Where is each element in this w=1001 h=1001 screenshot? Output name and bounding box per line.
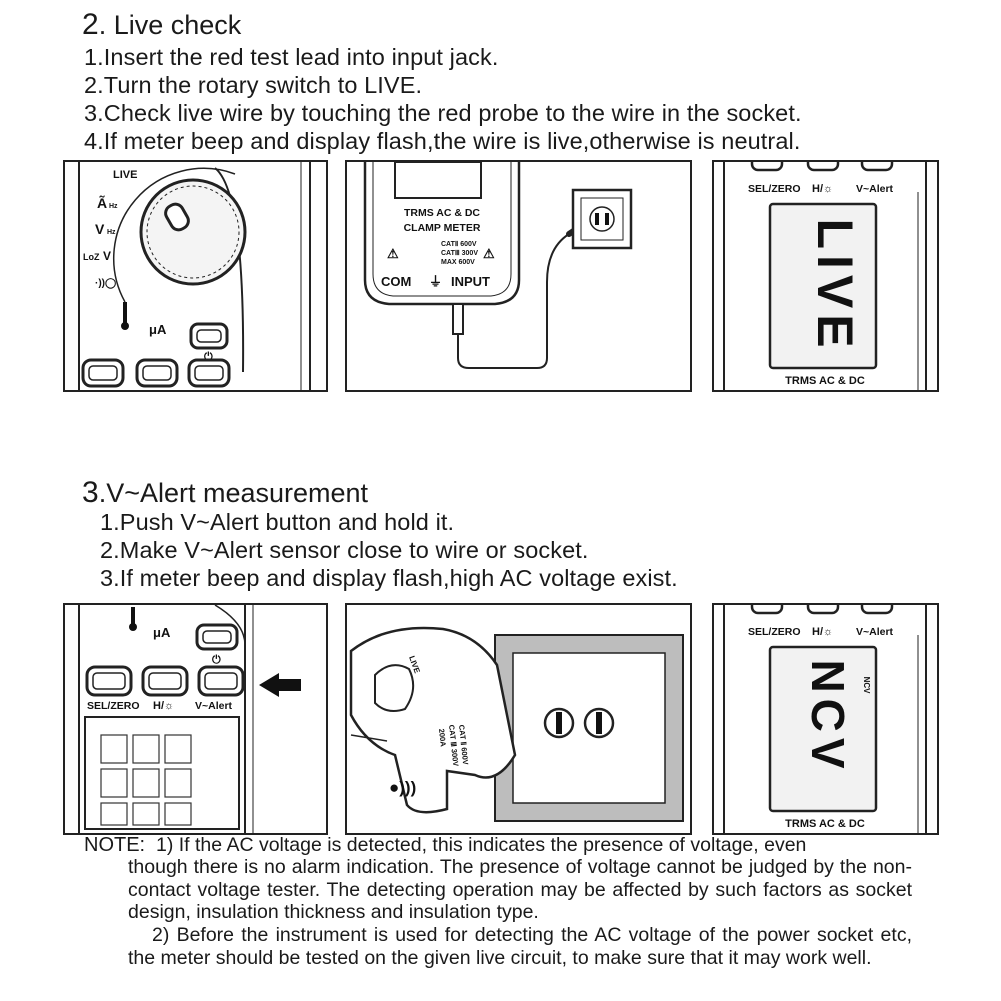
arrow-pointer-icon (259, 673, 301, 697)
live-dial-panel: LIVE Ã Hz V Hz LoZ V ·))◯ μA ⏻ (63, 160, 328, 392)
com-jack-label: COM (381, 274, 411, 289)
v-alert-button[interactable] (197, 665, 245, 697)
hold-button[interactable] (141, 665, 189, 697)
warning-icon: ⚠ (387, 246, 399, 261)
section3-step-1: 1.Push V~Alert button and hold it. (100, 509, 455, 535)
ground-icon: ⏚ (429, 274, 442, 289)
clamp-jaw (349, 626, 517, 814)
lcd-screen (768, 202, 878, 370)
sel-zero-button[interactable] (85, 665, 133, 697)
clamp-socket-panel: LIVE CAT Ⅱ 600V CAT Ⅲ 300V 200A ●))) (345, 603, 692, 835)
lcd-reading-text: LIVE (807, 218, 863, 353)
section2-step-2: 2.Turn the rotary switch to LIVE. (84, 72, 423, 98)
sel-zero-label: SEL/ZERO (87, 700, 140, 712)
test-lead-plug (452, 303, 464, 335)
input-jack-label: INPUT (451, 274, 490, 289)
probe-socket-panel: TRMS AC & DC CLAMP METER ⚠ CATⅡ 600V CAT… (345, 160, 692, 392)
v-alert-label: V~Alert (195, 700, 233, 712)
sel-zero-label: SEL/ZERO (748, 183, 801, 195)
section2-number: 2 (82, 8, 99, 41)
func-a-label: Ã (97, 194, 107, 211)
wall-socket (571, 188, 633, 250)
note-1-first-line: 1) If the AC voltage is detected, this i… (156, 834, 807, 856)
sel-zero-label: SEL/ZERO (748, 626, 801, 638)
section2-title-text: . Live check (98, 10, 242, 40)
thermometer-icon (129, 607, 137, 631)
beep-sound-icon: ●))) (389, 778, 416, 797)
v-alert-label: V~Alert (856, 183, 894, 195)
section3-title: 3.V~Alert measurement (82, 476, 369, 509)
ncv-display-illustration: SEL/ZERO H/☼ V~Alert NCV NCV TRMS AC & D… (723, 605, 927, 833)
high-voltage-icon: ⚠ (483, 246, 495, 261)
max-label: MAX 600V (441, 259, 475, 266)
cat2-label: CATⅡ 600V (441, 240, 477, 248)
section3-title-text: .V~Alert measurement (98, 478, 369, 508)
meter-lcd (394, 162, 482, 199)
hold-label: H/☼ (153, 700, 174, 712)
section3-steps: 1.Push V~Alert button and hold it. 2.Mak… (100, 508, 678, 592)
dial-pointer-icon (164, 202, 190, 232)
section3-number: 3 (82, 476, 99, 509)
note-1-rest: though there is no alarm indication. The… (128, 856, 912, 923)
lcd-ncv-indicator: NCV (862, 677, 871, 695)
live-dial-illustration: LIVE Ã Hz V Hz LoZ V ·))◯ μA ⏻ (78, 162, 317, 390)
section3-step-2: 2.Make V~Alert sensor close to wire or s… (100, 537, 589, 563)
section2-step-4: 4.If meter beep and display flash,the wi… (84, 128, 801, 154)
svg-text:V: V (103, 249, 111, 263)
clamp-socket-illustration: LIVE CAT Ⅱ 600V CAT Ⅲ 300V 200A ●))) (349, 626, 684, 822)
v-alert-button-illustration: μA ⏻ SEL/ZERO H/☼ V~Alert (78, 605, 301, 833)
func-ua-label: μA (153, 625, 171, 640)
clamp-cat2-label: CAT Ⅱ 600V (457, 724, 470, 765)
dial-live-label: LIVE (113, 169, 137, 181)
ncv-display-panel: SEL/ZERO H/☼ V~Alert NCV NCV TRMS AC & D… (712, 603, 939, 835)
probe-socket-illustration: TRMS AC & DC CLAMP METER ⚠ CATⅡ 600V CAT… (363, 162, 633, 369)
continuity-icon: ·))◯ (95, 278, 116, 289)
mini-lcd (84, 716, 240, 830)
meter-line1: TRMS AC & DC (404, 207, 480, 219)
lcd-reading: NCV (802, 659, 854, 774)
power-icon: ⏻ (204, 350, 213, 363)
v-alert-button-panel: μA ⏻ SEL/ZERO H/☼ V~Alert (63, 603, 328, 835)
func-v-label: V (95, 221, 105, 237)
clamp-cat3-label: CAT Ⅲ 300V (447, 724, 460, 766)
hold-label: H/☼ (812, 626, 833, 638)
live-display-panel: SEL/ZERO H/☼ V~Alert LIVE TRMS AC & DC (712, 160, 939, 392)
power-icon: ⏻ (212, 653, 221, 666)
v-alert-label: V~Alert (856, 626, 894, 638)
note-label: NOTE: (84, 834, 146, 856)
trms-footer: TRMS AC & DC (785, 375, 865, 387)
rotary-dial[interactable] (139, 178, 247, 286)
section2-step-1: 1.Insert the red test lead into input ja… (84, 44, 499, 70)
section2-steps: 1.Insert the red test lead into input ja… (84, 43, 802, 155)
thermometer-icon (121, 302, 129, 330)
lcd-reading: LIVE (807, 218, 863, 353)
hold-label: H/☼ (812, 183, 833, 195)
section2-step-3: 3.Check live wire by touching the red pr… (84, 100, 802, 126)
lcd-reading-text: NCV (802, 659, 854, 774)
section2-title: 2. Live check (82, 8, 242, 41)
func-a-sub: Hz (109, 203, 118, 210)
trms-footer: TRMS AC & DC (785, 818, 865, 830)
cat3-label: CATⅢ 300V (441, 249, 478, 257)
clamp-200a-label: 200A (437, 728, 448, 747)
func-loz-label: LoZ (83, 252, 100, 262)
lcd-screen (768, 645, 878, 813)
func-v-sub: Hz (107, 229, 116, 236)
note-2: 2) Before the instrument is used for det… (128, 924, 912, 969)
func-ua-label: μA (149, 322, 167, 337)
live-display-illustration: SEL/ZERO H/☼ V~Alert LIVE TRMS AC & DC (723, 162, 927, 390)
section3-step-3: 3.If meter beep and display flash,high A… (100, 565, 678, 591)
test-lead-wire (457, 233, 570, 369)
meter-line2: CLAMP METER (404, 222, 481, 234)
